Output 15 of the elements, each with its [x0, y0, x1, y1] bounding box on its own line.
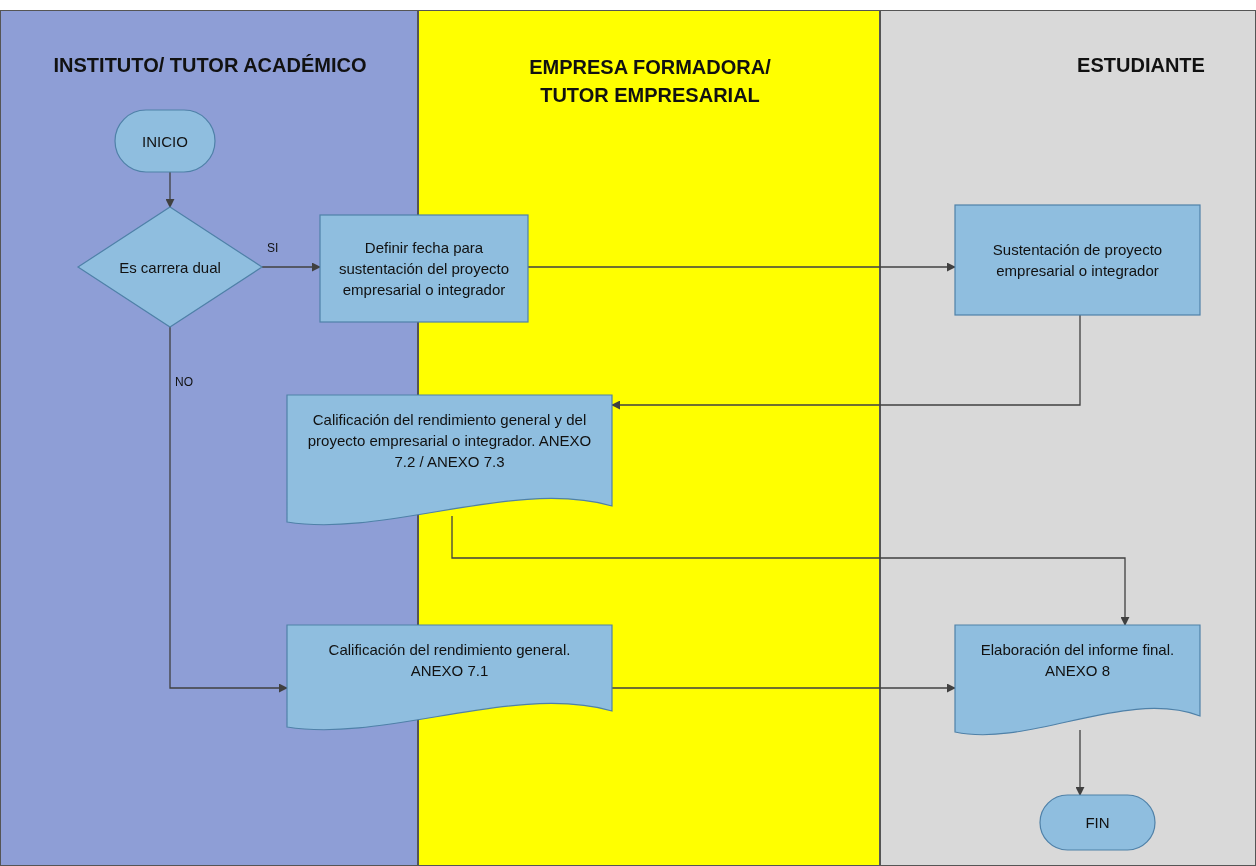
lane-title: ESTUDIANTE — [1076, 53, 1206, 78]
arrow — [1075, 729, 1085, 796]
lane-title: EMPRESA FORMADORA/ TUTOR EMPRESARIAL — [528, 55, 772, 108]
decision-diamond: Es carrera dual — [78, 207, 262, 327]
lane-title: INSTITUTO/ TUTOR ACADÉMICO — [52, 53, 368, 78]
process-box: Definir fecha para sustentación del proyecto empresarial o integrador — [320, 215, 528, 322]
process-box: Sustentación de proyecto empresarial o integrador — [955, 205, 1200, 315]
arrow — [611, 683, 956, 693]
arrow — [451, 515, 1130, 626]
arrow — [165, 171, 175, 208]
arrow — [527, 262, 956, 272]
arrow — [261, 262, 321, 272]
terminator-shape: FIN — [1040, 795, 1155, 850]
arrow — [169, 326, 288, 693]
arrow — [611, 314, 1081, 410]
